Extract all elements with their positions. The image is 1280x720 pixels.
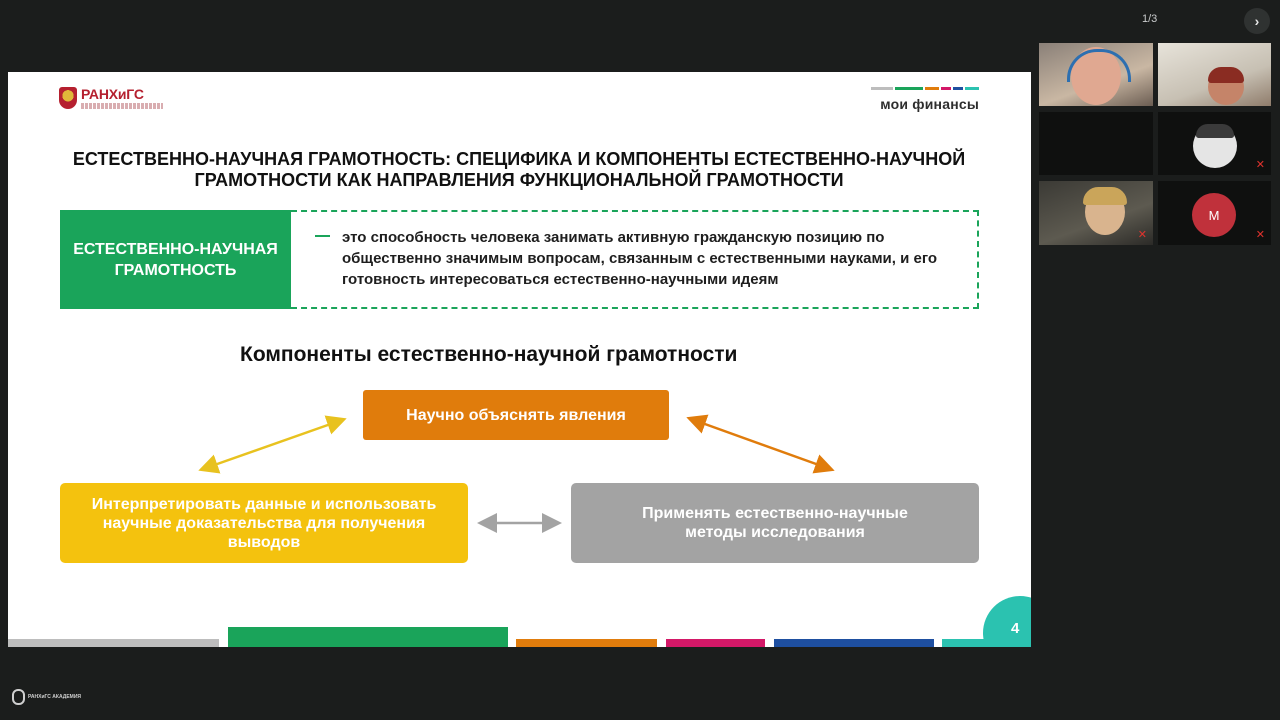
participant-tile-5[interactable]: ✕ xyxy=(1039,181,1153,245)
participant-hair xyxy=(1083,187,1127,205)
brand-logo: мои финансы xyxy=(871,87,979,112)
component-interpret-box: Интерпретировать данные и использовать н… xyxy=(60,483,468,563)
ranepa-emblem-icon xyxy=(59,87,77,109)
arrow-explain-interpret xyxy=(198,415,347,474)
footer-bar-green xyxy=(228,627,508,647)
headset-icon xyxy=(1067,49,1131,82)
page-number: 4 xyxy=(1011,620,1020,637)
ranepa-logo-subtext xyxy=(81,103,163,109)
next-page-button[interactable]: › xyxy=(1244,8,1270,34)
dash-icon xyxy=(315,235,330,237)
participant-tile-6[interactable]: M ✕ xyxy=(1158,181,1271,245)
mic-off-icon: ✕ xyxy=(1255,159,1265,171)
page-indicator: 1/3 xyxy=(1142,13,1158,25)
footer-bar-grey xyxy=(8,639,219,647)
component-interpret-text: Интерпретировать данные и использовать н… xyxy=(91,495,437,551)
definition-box: Естественно-научная грамотность это спос… xyxy=(60,210,981,309)
ranepa-logo-text: РАНХиГС xyxy=(81,86,144,102)
arrow-explain-apply xyxy=(686,414,835,474)
participant-avatar: M xyxy=(1192,193,1236,237)
participant-tile-2[interactable] xyxy=(1158,43,1271,106)
footer-bar-teal xyxy=(942,639,992,647)
academy-emblem-icon xyxy=(12,689,25,705)
brand-name: мои финансы xyxy=(880,96,979,112)
connector-arrows xyxy=(198,414,835,533)
mic-off-icon: ✕ xyxy=(1137,229,1147,241)
components-heading: Компоненты естественно-научной грамотнос… xyxy=(240,343,738,366)
participant-tile-1[interactable] xyxy=(1039,43,1153,106)
academy-corner-logo: РАНХиГС АКАДЕМИЯ xyxy=(12,689,81,705)
mic-off-icon: ✕ xyxy=(1255,229,1265,241)
academy-logo-text: РАНХиГС АКАДЕМИЯ xyxy=(28,694,82,700)
participant-hair xyxy=(1196,124,1234,138)
component-explain-box: Научно объяснять явления xyxy=(363,390,669,440)
brand-color-bars xyxy=(871,87,979,90)
component-apply-text: Применять естественно-научные методы исс… xyxy=(642,505,908,541)
footer-bar-magenta xyxy=(666,639,765,647)
definition-term: Естественно-научная грамотность xyxy=(60,210,291,309)
participant-tile-3[interactable] xyxy=(1039,112,1153,175)
presentation-slide: РАНХиГС мои финансы Естественно-научная … xyxy=(8,72,1031,647)
footer-bar-orange xyxy=(516,639,657,647)
component-apply-box: Применять естественно-научные методы исс… xyxy=(571,483,979,563)
participant-hair xyxy=(1208,67,1244,83)
footer-bar-blue xyxy=(774,639,934,647)
slide-title: Естественно-научная грамотность: специфи… xyxy=(72,149,966,190)
ranepa-logo: РАНХиГС xyxy=(59,87,163,109)
definition-body: это способность человека занимать активн… xyxy=(291,210,979,309)
definition-text: это способность человека занимать активн… xyxy=(342,229,938,288)
participant-tile-4[interactable]: ✕ xyxy=(1158,112,1271,175)
